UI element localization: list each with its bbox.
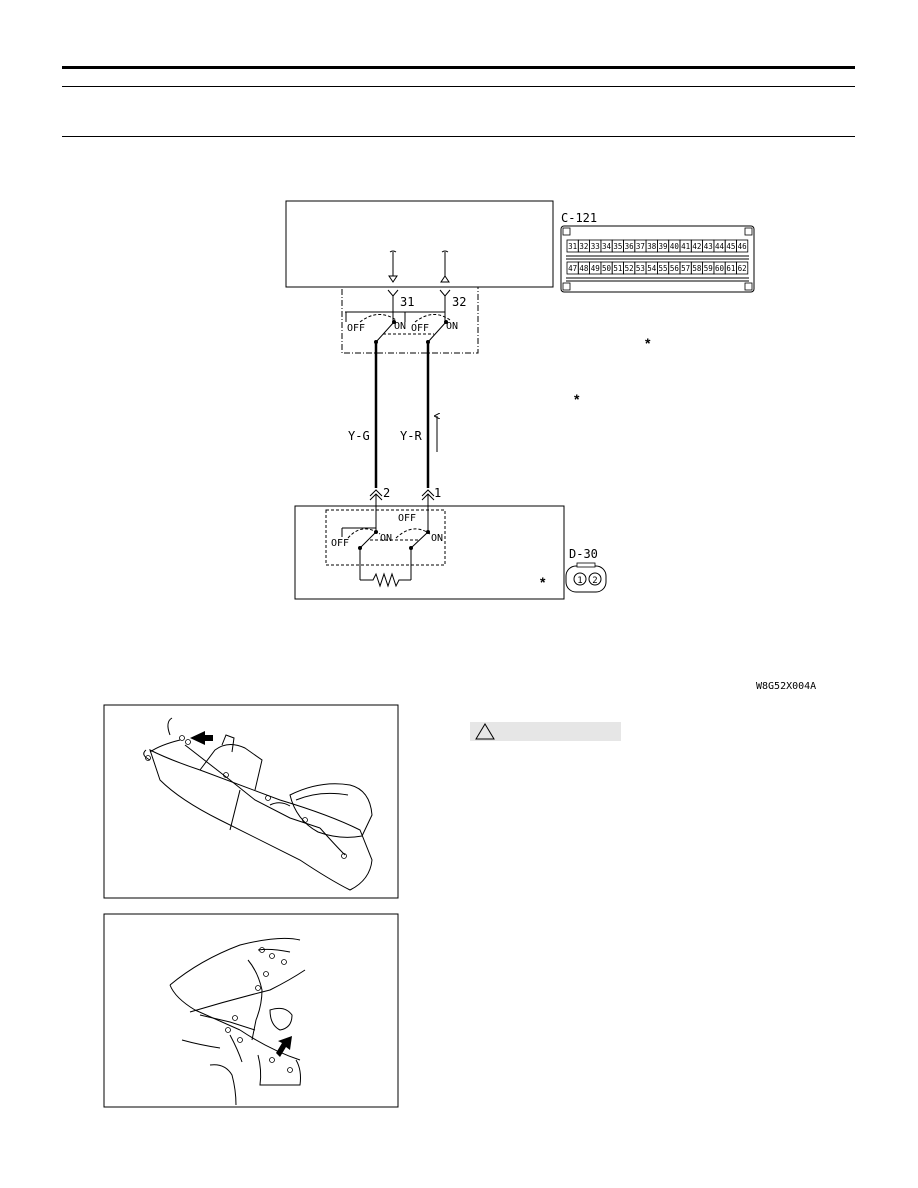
- c121-pin-label: 37: [636, 242, 645, 251]
- c121-pin-label: 59: [704, 264, 713, 273]
- illustration-floor: [103, 913, 399, 1108]
- c121-pin-label: 40: [670, 242, 680, 251]
- c121-pin-label: 39: [659, 242, 668, 251]
- wire-label-y-g: Y-G: [348, 429, 370, 443]
- warning-triangle-icon: [475, 723, 495, 740]
- c121-pin-label: 43: [704, 242, 713, 251]
- switch-off-label-4: OFF: [331, 538, 349, 549]
- c121-pin-label: 31: [568, 242, 577, 251]
- switch-off-label-2: OFF: [411, 323, 429, 334]
- switch-off-label-3: OFF: [398, 513, 416, 524]
- switch-unit-box: [294, 505, 565, 600]
- ecu-input-symbol: [388, 250, 450, 283]
- c121-pin-label: 51: [613, 264, 622, 273]
- header-rule-thick: [62, 66, 855, 69]
- c121-pin-cell: [736, 261, 749, 275]
- section-rule: [62, 136, 855, 137]
- c121-pin-label: 36: [625, 242, 635, 251]
- switch-bottom: [341, 506, 431, 588]
- asterisk-1: *: [645, 335, 651, 351]
- asterisk-2: *: [574, 391, 580, 407]
- c121-pin-label: 56: [670, 264, 680, 273]
- ecu-box: [285, 200, 554, 288]
- terminal-marks-bottom: [369, 489, 435, 506]
- connector-c121-face: [560, 225, 755, 293]
- c121-pin-cell: [736, 239, 749, 253]
- connector-label-d30: D-30: [569, 547, 598, 561]
- arrow-icon: [190, 731, 213, 745]
- c121-pin-label: 49: [591, 264, 600, 273]
- terminal-2: 2: [383, 486, 390, 500]
- c121-pin-label: 45: [726, 242, 735, 251]
- c121-pin-label: 54: [647, 264, 657, 273]
- arrow-icon-2: [276, 1036, 292, 1057]
- caution-bar: [470, 722, 621, 741]
- c121-pin-label: 35: [613, 242, 622, 251]
- c121-pin-label: 42: [692, 242, 701, 251]
- terminal-32: 32: [452, 295, 466, 309]
- terminal-31: 31: [400, 295, 414, 309]
- c121-pin-label: 32: [579, 242, 588, 251]
- c121-pin-label: 46: [738, 242, 748, 251]
- connector-label-c121: C-121: [561, 211, 597, 225]
- c121-pin-label: 48: [579, 264, 589, 273]
- c121-pin-label: 44: [715, 242, 725, 251]
- c121-pin-label: 61: [726, 264, 735, 273]
- asterisk-3: *: [540, 574, 546, 590]
- switch-off-label-1: OFF: [347, 323, 365, 334]
- floor-drawing: [169, 937, 306, 1106]
- switch-on-label-4: ON: [431, 533, 443, 544]
- c121-pin-label: 52: [625, 264, 634, 273]
- d30-pin-1: 1: [577, 576, 582, 586]
- c121-pin-label: 33: [591, 242, 600, 251]
- terminal-1: 1: [434, 486, 441, 500]
- switch-on-label-2: ON: [446, 321, 458, 332]
- illustration-console: [103, 704, 399, 899]
- c121-pin-label: 62: [738, 264, 747, 273]
- c121-pin-label: 34: [602, 242, 612, 251]
- d30-pin-2: 2: [592, 576, 597, 586]
- switch-on-label-1: ON: [394, 321, 406, 332]
- c121-pin-label: 38: [647, 242, 657, 251]
- wire-label-y-r: Y-R: [400, 429, 422, 443]
- c121-pin-label: 58: [692, 264, 702, 273]
- c121-pin-label: 55: [659, 264, 668, 273]
- figure-code: W8G52X004A: [756, 681, 816, 692]
- c121-pin-label: 50: [602, 264, 612, 273]
- ecu-switch-box: [341, 286, 479, 354]
- c121-pin-label: 41: [681, 242, 690, 251]
- terminal-marks-top: [387, 289, 451, 312]
- c121-pin-label: 53: [636, 264, 645, 273]
- header-rule-thin: [62, 86, 855, 87]
- switch-on-label-3: ON: [380, 533, 392, 544]
- c121-pin-label: 60: [715, 264, 725, 273]
- switch-unit-inner: [325, 509, 446, 566]
- c121-pin-label: 57: [681, 264, 690, 273]
- c121-pin-label: 47: [568, 264, 577, 273]
